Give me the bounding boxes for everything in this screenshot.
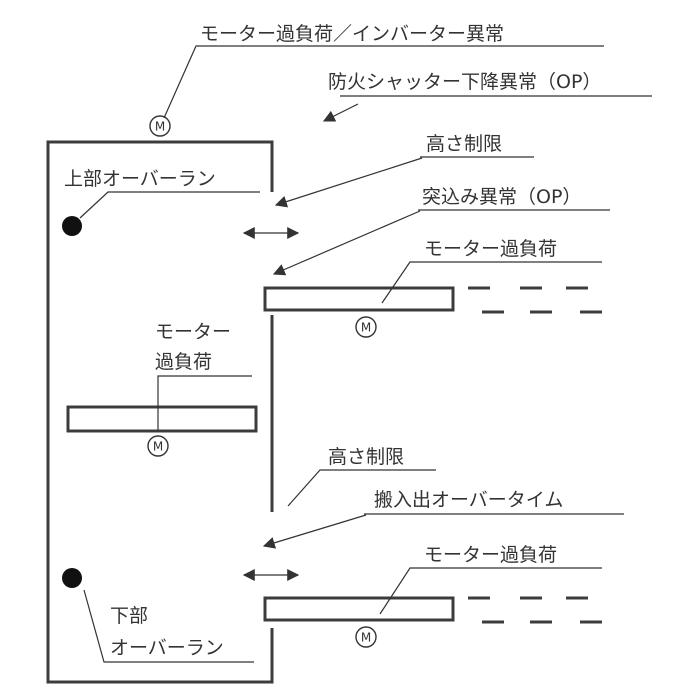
upper-right-motor-leader bbox=[381, 261, 602, 304]
lower-overrun-label-line1: 下部 bbox=[110, 605, 148, 627]
height-limit-lower-leader bbox=[287, 469, 436, 507]
top-motor-label: モーター過負荷／インバーター異常 bbox=[200, 23, 504, 45]
lower-right-motor-label: モーター過負荷 bbox=[424, 544, 557, 566]
motor-icon: M bbox=[355, 316, 377, 338]
sensor-dot-icon bbox=[62, 216, 82, 236]
left-motor-label-line1: モーター bbox=[155, 321, 231, 343]
motor-symbol: M bbox=[153, 440, 163, 454]
motor-symbol: M bbox=[155, 120, 165, 134]
protrusion-label: 突込み異常（OP） bbox=[422, 186, 581, 208]
top-motor-leader bbox=[163, 45, 604, 119]
left-motor-label-line2: 過負荷 bbox=[155, 351, 212, 373]
carry-timeout-label: 搬入出オーバータイム bbox=[374, 489, 563, 511]
lower-platform-extension bbox=[468, 596, 602, 624]
arrow-icon bbox=[262, 514, 367, 549]
lower-overrun-leader bbox=[83, 589, 254, 663]
arrow-icon bbox=[272, 210, 421, 276]
fire-shutter-label: 防火シャッター下降異常（OP） bbox=[328, 71, 601, 93]
motor-symbol: M bbox=[361, 631, 371, 645]
motor-symbol: M bbox=[361, 321, 371, 335]
lower-right-motor-leader bbox=[379, 567, 602, 615]
left-motor-leader bbox=[157, 375, 252, 430]
shaft-frame bbox=[46, 140, 274, 684]
upper-right-motor-label: モーター過負荷 bbox=[424, 238, 557, 260]
motor-icon: M bbox=[147, 435, 169, 457]
upper-platform-extension bbox=[468, 286, 602, 314]
upper-overrun-label: 上部オーバーラン bbox=[64, 168, 216, 190]
upper-overrun-leader bbox=[79, 191, 260, 219]
height-limit-upper-label: 高さ制限 bbox=[426, 133, 502, 155]
lower-right-platform bbox=[263, 596, 455, 622]
height-limit-lower-label: 高さ制限 bbox=[328, 446, 404, 468]
arrow-icon bbox=[274, 157, 423, 208]
lower-overrun-label-line2: オーバーラン bbox=[110, 637, 224, 659]
sensor-dot-icon bbox=[62, 568, 82, 588]
left-platform bbox=[66, 405, 258, 433]
arrow-icon bbox=[322, 103, 359, 122]
motor-icon: M bbox=[355, 626, 377, 648]
upper-right-platform bbox=[263, 286, 455, 312]
motor-icon: M bbox=[149, 115, 171, 137]
